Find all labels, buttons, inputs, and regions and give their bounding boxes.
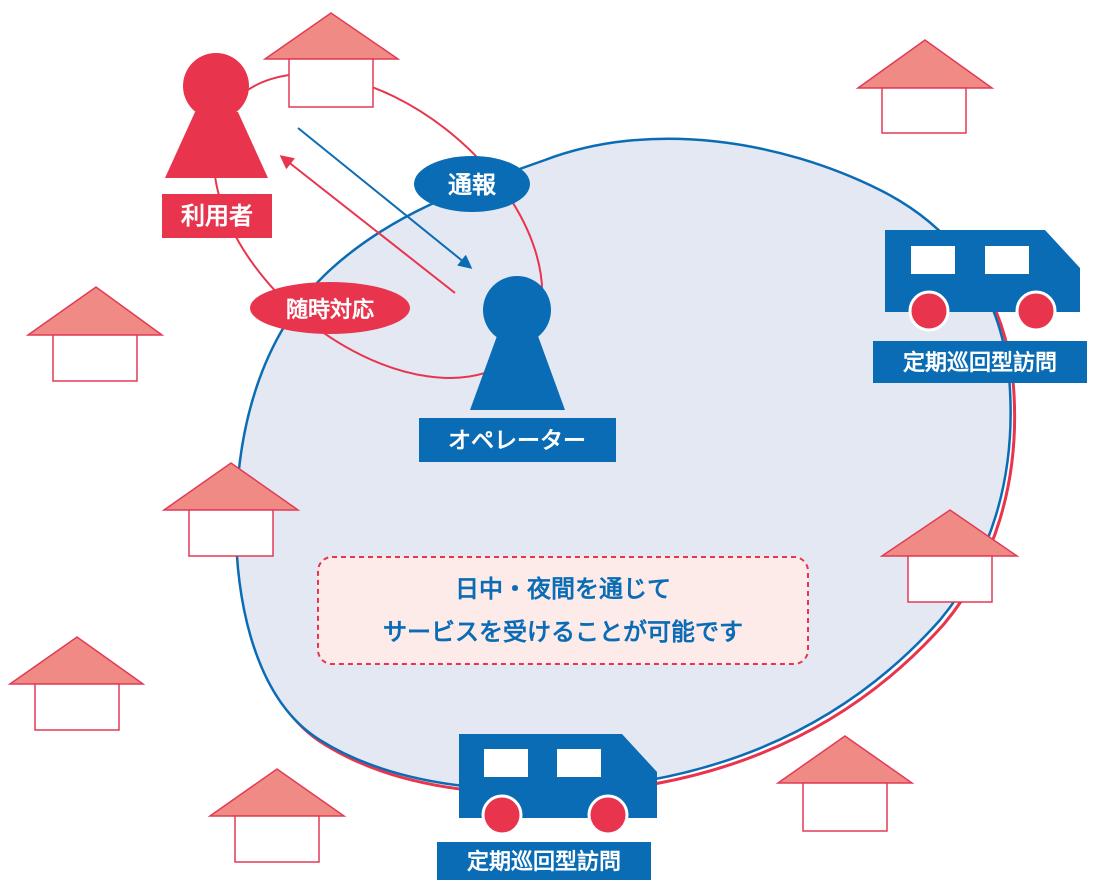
house-icon <box>161 462 301 557</box>
operator-icon <box>470 276 565 410</box>
house-icon <box>262 12 401 108</box>
response-badge <box>250 282 410 334</box>
house-icon <box>775 735 915 832</box>
response-arrow <box>279 155 456 294</box>
service-note-line2: サービスを受けることが可能です <box>383 618 743 646</box>
report-badge <box>414 156 530 212</box>
house-icon <box>7 636 146 731</box>
report-arrow <box>297 127 473 269</box>
visit-label-bottom: 定期巡回型訪問 <box>467 849 621 875</box>
house-icon <box>855 39 995 134</box>
visit-label-right: 定期巡回型訪問 <box>903 350 1057 376</box>
response-label: 随時対応 <box>286 297 374 323</box>
service-note-box <box>317 556 809 665</box>
operator-label: オペレーター <box>448 428 586 454</box>
van-icon <box>459 734 657 836</box>
house-icon <box>879 509 1020 603</box>
user-label-box <box>162 194 272 238</box>
visit-label-box-right <box>873 341 1087 383</box>
house-icon <box>207 768 347 863</box>
user-icon <box>165 53 268 178</box>
visit-label-box-bottom <box>437 842 651 880</box>
service-note-line1: 日中・夜間を通じて <box>455 575 671 603</box>
operator-label-box <box>419 418 616 462</box>
report-label: 通報 <box>448 171 497 199</box>
user-label: 利用者 <box>181 202 253 230</box>
van-icon <box>885 230 1080 332</box>
house-icon <box>25 286 165 382</box>
